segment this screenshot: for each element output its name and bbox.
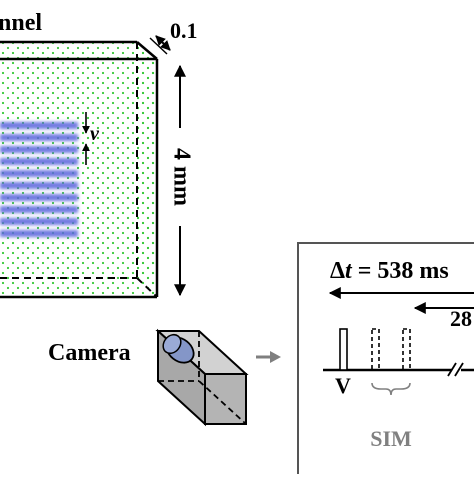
illumination-stripe [0,206,78,213]
channel-title: nnel [0,10,42,36]
illumination-stripe [0,146,78,153]
camera-hidden-edge-diagonal [198,380,247,425]
camera [155,328,249,427]
camera-to-timing-arrow [256,351,281,363]
camera-lens [162,333,195,364]
depth-arrow-tick-upper [149,37,168,55]
edge-top-right [136,41,158,60]
camera-label: Camera [48,340,131,366]
sim-label: SIM [370,426,412,451]
delta-t-suffix: s [439,258,448,284]
v-pulse-label: V [335,373,351,398]
channel-front-face [0,59,157,297]
depth-arrow [155,35,171,51]
spacing-symbol: ν [90,123,100,145]
illumination-stripe [0,158,78,165]
sim-pulse-2 [402,328,411,371]
depth-dimension: 0.1 [149,18,198,55]
second-interval-label: 28 [450,306,472,331]
camera-front-face [204,373,247,425]
depth-label: 0.1 [170,18,198,43]
channel-side-face [137,42,157,297]
timing-panel-frame [297,242,474,479]
spacing-indicator: ν [82,112,100,165]
delta-t-label: Δt = 538 ms [330,258,449,284]
grey-arrow-head [270,351,281,363]
camera-lens-glass [162,333,182,355]
axis-break-mark-1 [447,362,457,377]
channel-box [0,40,159,299]
edge-hidden-diagonal [136,277,158,298]
axis-break-mark-2 [454,362,464,377]
illumination-stripe [0,218,78,225]
illumination-stripe [0,182,78,189]
height-label: 4 mm [168,148,194,206]
height-dimension: 4 mm [168,64,195,297]
illumination-stripe [0,134,78,141]
illumination-stripe [0,230,78,237]
timing-panel: Δt = 538 ms 28 V SIM [297,242,474,479]
channel-top-face [0,42,157,59]
sim-brace [371,382,411,396]
delta-t-value: = 538 m [352,258,440,284]
illumination-stripe [0,122,78,129]
illumination-stripes [0,122,78,237]
v-pulse [339,328,348,371]
illumination-stripe [0,194,78,201]
delta-t-prefix: Δ [330,258,345,284]
illumination-stripe [0,170,78,177]
delta-t-variable: t [345,258,353,284]
sim-pulse-1 [371,328,380,371]
